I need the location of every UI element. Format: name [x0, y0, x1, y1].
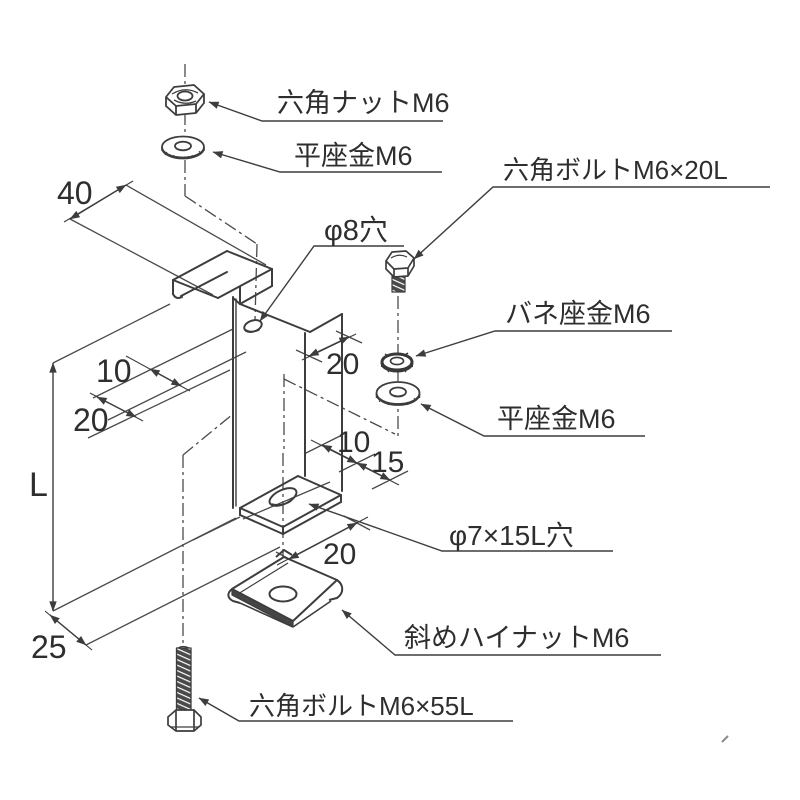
flat-washer-m6-right — [375, 381, 421, 406]
bracket-body — [173, 251, 342, 534]
leader-flat-washer-right — [420, 403, 645, 437]
dim-25-line — [49, 614, 87, 646]
leader-phi8-hole — [259, 245, 404, 322]
dim-15-slot: 15 — [371, 446, 404, 479]
dim-10-slot: 10 — [337, 426, 370, 459]
leader-spring-washer — [415, 330, 672, 357]
scan-artifact-mark — [721, 735, 729, 743]
label-phi7-slot: φ7×15L穴 — [449, 520, 574, 551]
leader-hex-nut — [208, 101, 443, 122]
dim-25: 25 — [31, 629, 67, 665]
hex-bolt-m6-55l — [167, 645, 202, 732]
dim-20-top-line — [308, 336, 350, 357]
phi8-hole — [243, 319, 263, 333]
angled-high-nut-plate — [227, 549, 344, 628]
dim-15-slot-line — [356, 462, 391, 481]
dim-10-left-line — [149, 368, 182, 387]
label-hex-bolt-55l: 六角ボルトM6×55L — [249, 691, 474, 721]
leader-lines — [198, 101, 770, 722]
label-angled-high-nut: 斜めハイナットM6 — [404, 623, 629, 653]
phi7-slot-hole — [268, 487, 298, 507]
flat-washer-m6-top — [161, 135, 205, 160]
hex-nut-m6 — [165, 84, 205, 116]
dim-40-line — [69, 184, 127, 220]
label-flat-washer-right: 平座金M6 — [497, 404, 616, 434]
label-hex-nut: 六角ナットM6 — [277, 88, 450, 118]
part-labels: 六角ナットM6 平座金M6 六角ボルトM6×20L φ8穴 バネ座金M6 平座金… — [249, 88, 728, 721]
label-spring-washer: バネ座金M6 — [505, 299, 651, 329]
label-flat-washer-top: 平座金M6 — [294, 141, 413, 171]
dim-20-left: 20 — [73, 402, 109, 438]
dim-40: 40 — [57, 175, 93, 211]
label-phi8-hole: φ8穴 — [324, 214, 388, 247]
dim-20-left-line — [96, 396, 137, 418]
dimension-texts: 40 10 20 20 10 15 20 L 25 — [29, 175, 404, 665]
leader-angled-high-nut — [341, 609, 661, 656]
centerlines — [182, 64, 399, 645]
leader-phi7-slot — [308, 503, 613, 552]
leader-flat-washer-top — [212, 151, 442, 173]
leader-hex-bolt-20l — [413, 186, 770, 260]
dim-10-left: 10 — [96, 353, 132, 389]
dimension-lines — [44, 180, 400, 651]
dim-20-bottom-line — [288, 522, 358, 560]
leader-hex-bolt-55l — [198, 697, 513, 722]
dim-L: L — [29, 466, 48, 504]
spring-washer-m6 — [380, 352, 414, 373]
hex-bolt-m6-20l — [385, 250, 415, 293]
label-hex-bolt-20l: 六角ボルトM6×20L — [503, 155, 728, 185]
dim-20-bottom: 20 — [323, 538, 356, 571]
dim-10-slot-line — [321, 444, 358, 464]
dim-20-top: 20 — [326, 348, 359, 381]
